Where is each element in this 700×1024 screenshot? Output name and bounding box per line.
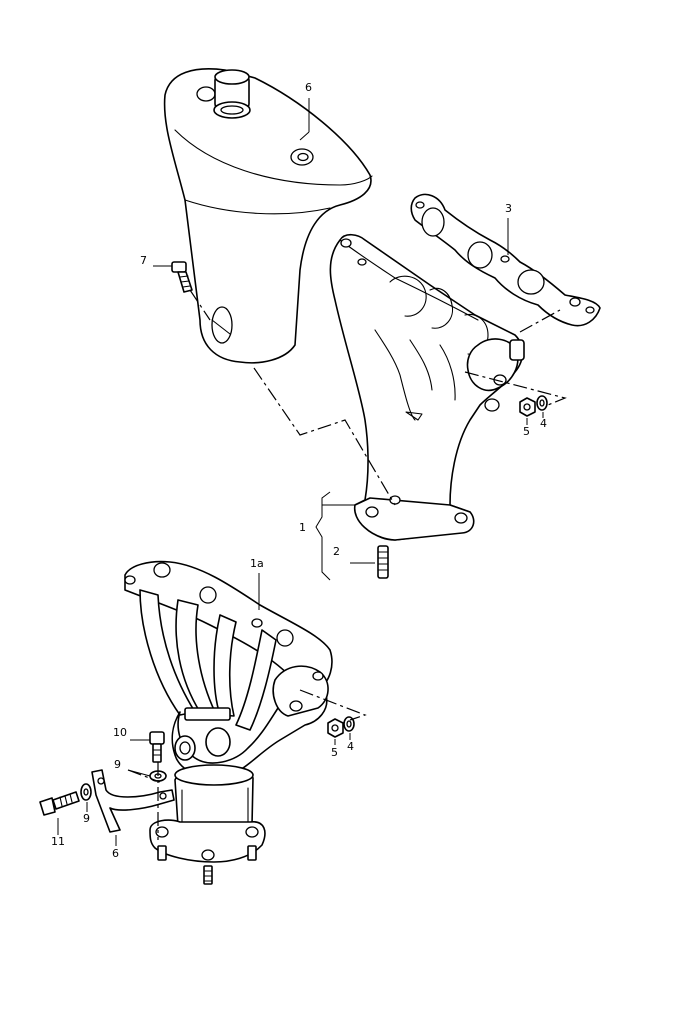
callout-5-nut-bottom: 5 [331, 746, 338, 759]
callout-9-washer-upper: 9 [114, 758, 121, 771]
nut-bottom [327, 718, 344, 738]
washer-top [536, 395, 548, 411]
callout-9-washer-lower: 9 [83, 812, 90, 825]
callout-4-washer-bottom: 4 [347, 740, 354, 753]
manifold-gasket [410, 193, 601, 327]
callout-7-bolt: 7 [140, 254, 147, 267]
shield-cap [213, 69, 251, 119]
shield-bolt [171, 261, 193, 293]
stud [377, 545, 389, 579]
leader-lines [57, 98, 544, 846]
cast-exhaust-manifold [329, 233, 525, 541]
support-bracket [91, 769, 175, 833]
callout-1a-catalyst-manifold: 1a [250, 557, 264, 570]
callout-2-stud: 2 [333, 545, 340, 558]
callout-11-screw: 11 [51, 835, 65, 848]
callout-6-bracket: 6 [112, 847, 119, 860]
nut-top [519, 397, 536, 417]
heat-shield [163, 68, 373, 364]
callout-10-bolt: 10 [113, 726, 127, 739]
callout-4-washer-top: 4 [540, 417, 547, 430]
bracket-screw [39, 791, 80, 816]
washer-bottom [343, 716, 355, 732]
callout-3-gasket: 3 [505, 202, 512, 215]
callout-1-manifold: 1 [299, 521, 306, 534]
callout-6-heat-shield: 6 [305, 81, 312, 94]
tubular-manifold-with-catalyst [124, 560, 333, 885]
installation-lines [127, 289, 567, 840]
bracket-bolt [149, 731, 165, 763]
bracket-washer-lower [80, 783, 92, 801]
callout-5-nut-top: 5 [523, 425, 530, 438]
callout-labels: 6 7 3 5 4 1 2 1a 10 9 9 11 6 5 4 [51, 81, 547, 860]
